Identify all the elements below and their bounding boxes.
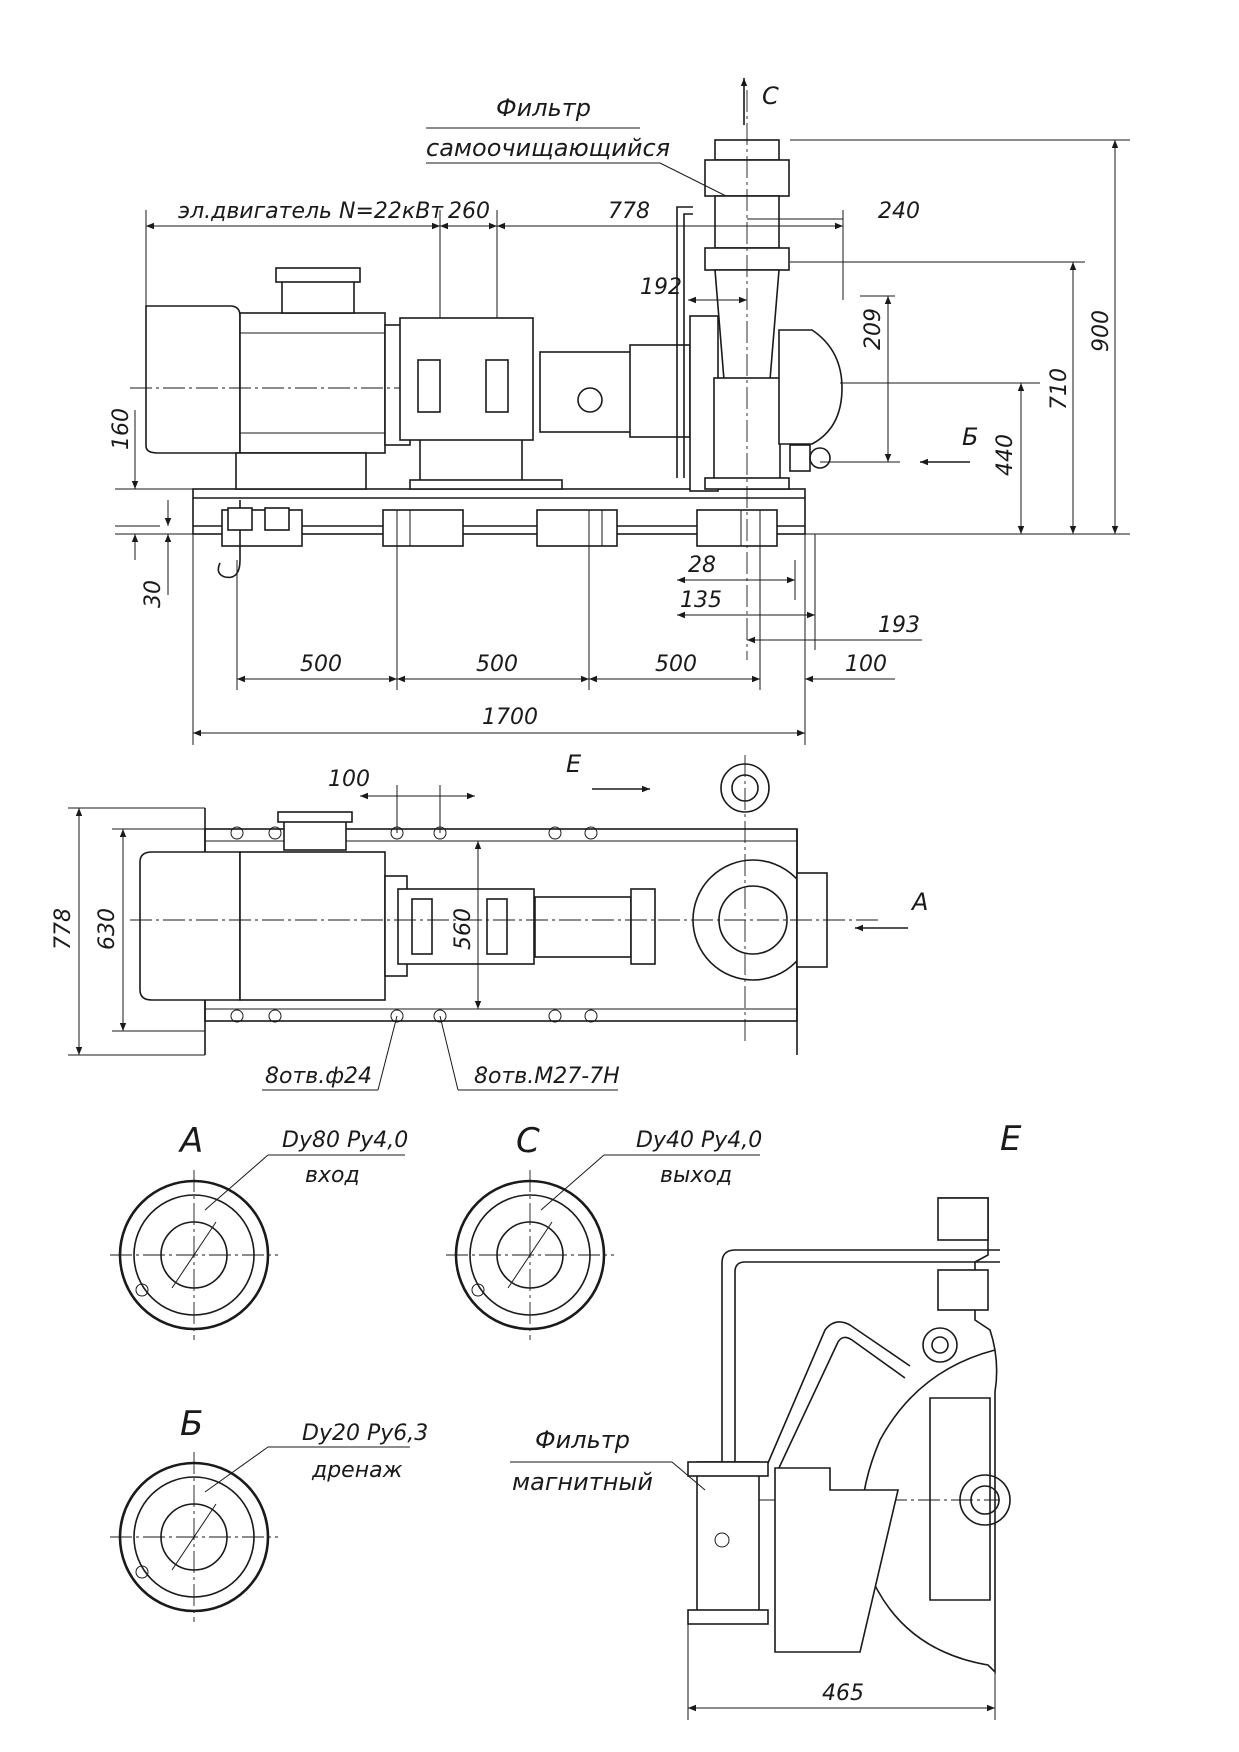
coupling bbox=[399, 317, 563, 490]
detail-e-letter: Е bbox=[1000, 1119, 1022, 1159]
dim-209: 209 bbox=[861, 308, 886, 350]
dim-260: 260 bbox=[448, 199, 490, 224]
magnetic-filter-label-2: магнитный bbox=[512, 1468, 653, 1496]
view-b-letter: Б bbox=[962, 423, 978, 451]
flange-b: Б Dy20 Py6,3 дренаж bbox=[110, 1404, 428, 1622]
dim-160: 160 bbox=[109, 408, 134, 450]
mounting-holes bbox=[230, 826, 598, 1023]
dim-500-2: 500 bbox=[476, 652, 518, 677]
flange-b-spec: Dy20 Py6,3 bbox=[302, 1421, 428, 1446]
holes-label-2: 8отв.М27-7Н bbox=[474, 1064, 620, 1089]
flange-c: С Dy40 Py4,0 выход bbox=[446, 1121, 762, 1340]
dim-440: 440 bbox=[993, 434, 1018, 476]
filter-self-cleaning-label-2: самоочищающийся bbox=[426, 134, 670, 162]
dim-500-1: 500 bbox=[300, 652, 342, 677]
flange-a-purpose: вход bbox=[305, 1163, 360, 1188]
plan-view: Е А 100 778 630 560 8отв.ф24 8отв.М27-7Н bbox=[51, 750, 928, 1091]
dim-900: 900 bbox=[1089, 310, 1114, 352]
dim-778-top: 778 bbox=[608, 199, 650, 224]
dim-193: 193 bbox=[878, 613, 920, 638]
plan-dim-630: 630 bbox=[95, 908, 120, 950]
holes-label-1: 8отв.ф24 bbox=[265, 1064, 372, 1089]
dim-135: 135 bbox=[680, 588, 722, 613]
detail-e: Е Фильтр магнитный 465 bbox=[510, 1119, 1022, 1720]
dim-100-side: 100 bbox=[845, 652, 887, 677]
flange-a-spec: Dy80 Py4,0 bbox=[282, 1128, 408, 1153]
detail-e-dim-465: 465 bbox=[822, 1681, 864, 1706]
flange-c-purpose: выход bbox=[660, 1163, 732, 1188]
flange-b-purpose: дренаж bbox=[311, 1458, 403, 1483]
dim-192: 192 bbox=[640, 275, 682, 300]
main-dimensions bbox=[115, 78, 1130, 745]
filter-self-cleaning-label: Фильтр bbox=[496, 94, 591, 122]
dim-1700: 1700 bbox=[482, 705, 538, 730]
flange-a-letter: А bbox=[178, 1121, 203, 1161]
plan-view-e-letter: Е bbox=[566, 750, 582, 778]
dim-30: 30 bbox=[141, 580, 166, 608]
main-view: Фильтр самоочищающийся С эл.двигатель N=… bbox=[109, 78, 1130, 745]
plan-dim-100: 100 bbox=[328, 767, 370, 792]
motor-label: эл.двигатель N=22кВт bbox=[178, 199, 444, 224]
plan-dim-778: 778 bbox=[51, 908, 76, 950]
magnetic-filter-label-1: Фильтр bbox=[535, 1426, 630, 1454]
filter-column bbox=[676, 90, 843, 660]
flange-c-spec: Dy40 Py4,0 bbox=[636, 1128, 762, 1153]
view-c-letter: С bbox=[762, 82, 779, 110]
flange-a: А Dy80 Py4,0 вход bbox=[110, 1121, 408, 1340]
flange-b-letter: Б bbox=[180, 1404, 203, 1444]
dim-28: 28 bbox=[688, 553, 716, 578]
dim-500-3: 500 bbox=[655, 652, 697, 677]
bearing-housing bbox=[539, 315, 719, 492]
base-frame bbox=[192, 488, 806, 579]
flange-c-letter: С bbox=[516, 1121, 540, 1161]
plan-view-a-letter: А bbox=[910, 888, 928, 916]
dim-710: 710 bbox=[1047, 368, 1072, 410]
dim-240: 240 bbox=[878, 199, 920, 224]
plan-dim-560: 560 bbox=[451, 908, 476, 950]
